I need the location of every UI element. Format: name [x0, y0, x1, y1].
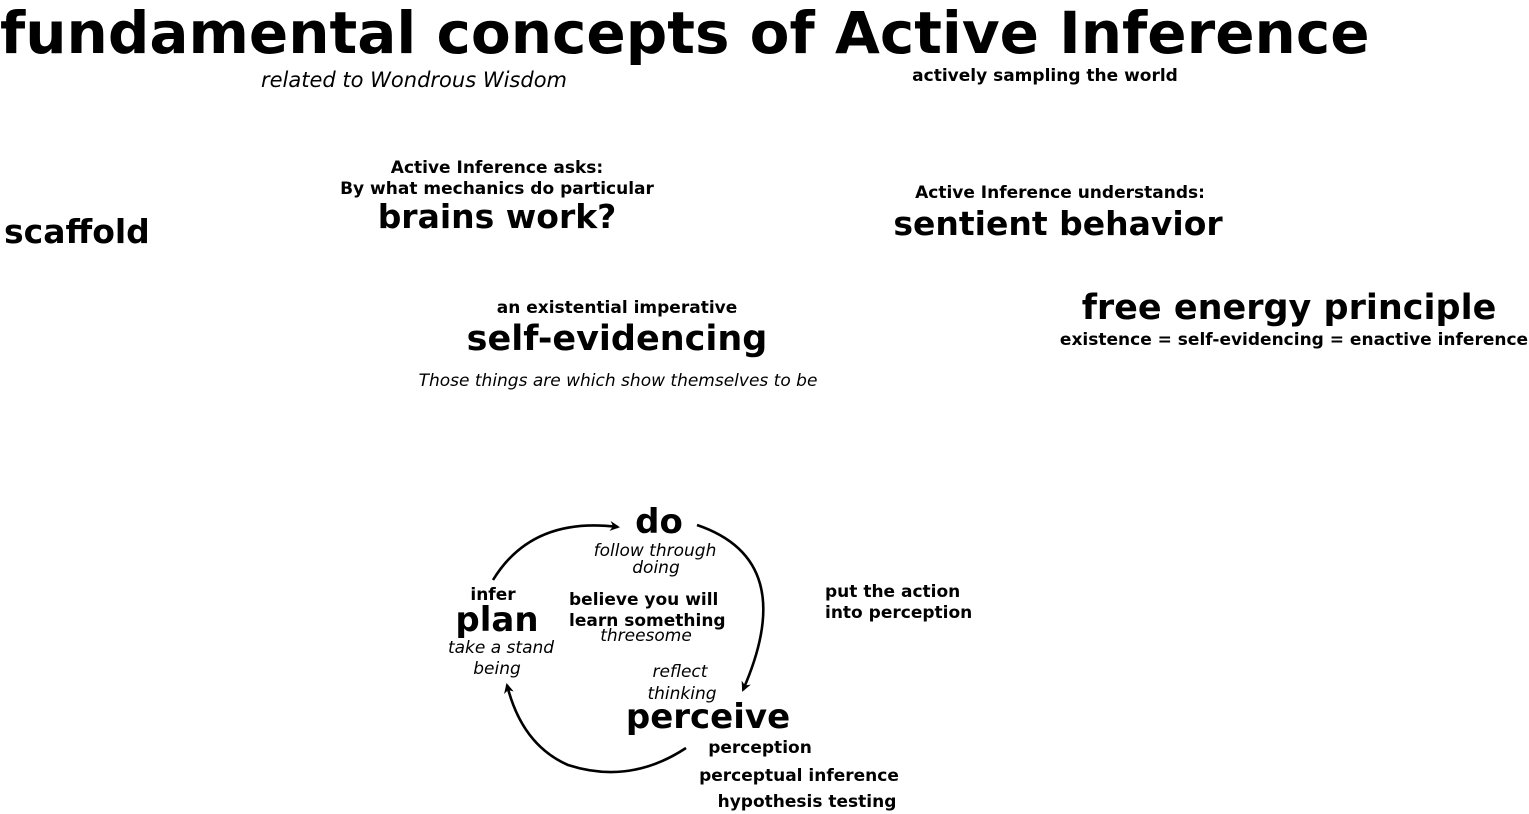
fep-equation: existence = self-evidencing = enactive i…: [1059, 330, 1529, 350]
plan-kicker: infer: [470, 585, 516, 605]
scaffold-label: scaffold: [4, 212, 150, 251]
center-note: believe you will learn something: [569, 590, 726, 631]
do-line-2: doing: [632, 558, 680, 578]
understands-intro: Active Inference understands:: [915, 183, 1205, 203]
perceive-label: perceive: [625, 697, 791, 737]
do-line-1: follow through: [593, 541, 717, 561]
center-line-1: believe you will: [569, 590, 719, 610]
self-evidencing-term: self-evidencing: [466, 319, 768, 359]
do-to-perceive-arrow: [696, 523, 765, 692]
side-note-line-2: into perception: [825, 602, 973, 623]
asks-question: brains work?: [377, 197, 617, 236]
sampling-label: actively sampling the world: [912, 66, 1178, 86]
reflect-line-2: thinking: [647, 684, 717, 704]
self-evidencing-quote: Those things are which show themselves t…: [418, 371, 818, 391]
plan-to-do-arrow: [491, 521, 620, 581]
side-note: put the action into perception: [825, 582, 972, 623]
page-subtitle: related to Wondrous Wisdom: [260, 68, 568, 92]
fep-term: free energy principle: [1081, 288, 1497, 328]
understands-subject: sentient behavior: [893, 204, 1223, 243]
center-line-2: learn something: [569, 610, 726, 631]
perceive-line-3: hypothesis testing: [717, 792, 897, 812]
asks-intro: Active Inference asks:: [390, 158, 604, 178]
perceive-to-plan-arrow: [504, 683, 687, 774]
perceive-line-2: perceptual inference: [699, 766, 899, 786]
plan-line-1: take a stand: [447, 638, 555, 658]
page-title: fundamental concepts of Active Inference: [0, 0, 1370, 67]
plan-label: plan: [455, 600, 539, 640]
reflect-line-1: reflect: [652, 662, 708, 682]
do-label: do: [635, 502, 683, 542]
self-evidencing-kicker: an existential imperative: [496, 298, 738, 318]
asks-mechanics: By what mechanics do particular: [340, 179, 654, 199]
center-line-3: threesome: [600, 626, 692, 646]
plan-line-2: being: [473, 659, 521, 679]
side-note-line-1: put the action: [825, 582, 961, 602]
perceive-line-1: perception: [708, 738, 812, 758]
